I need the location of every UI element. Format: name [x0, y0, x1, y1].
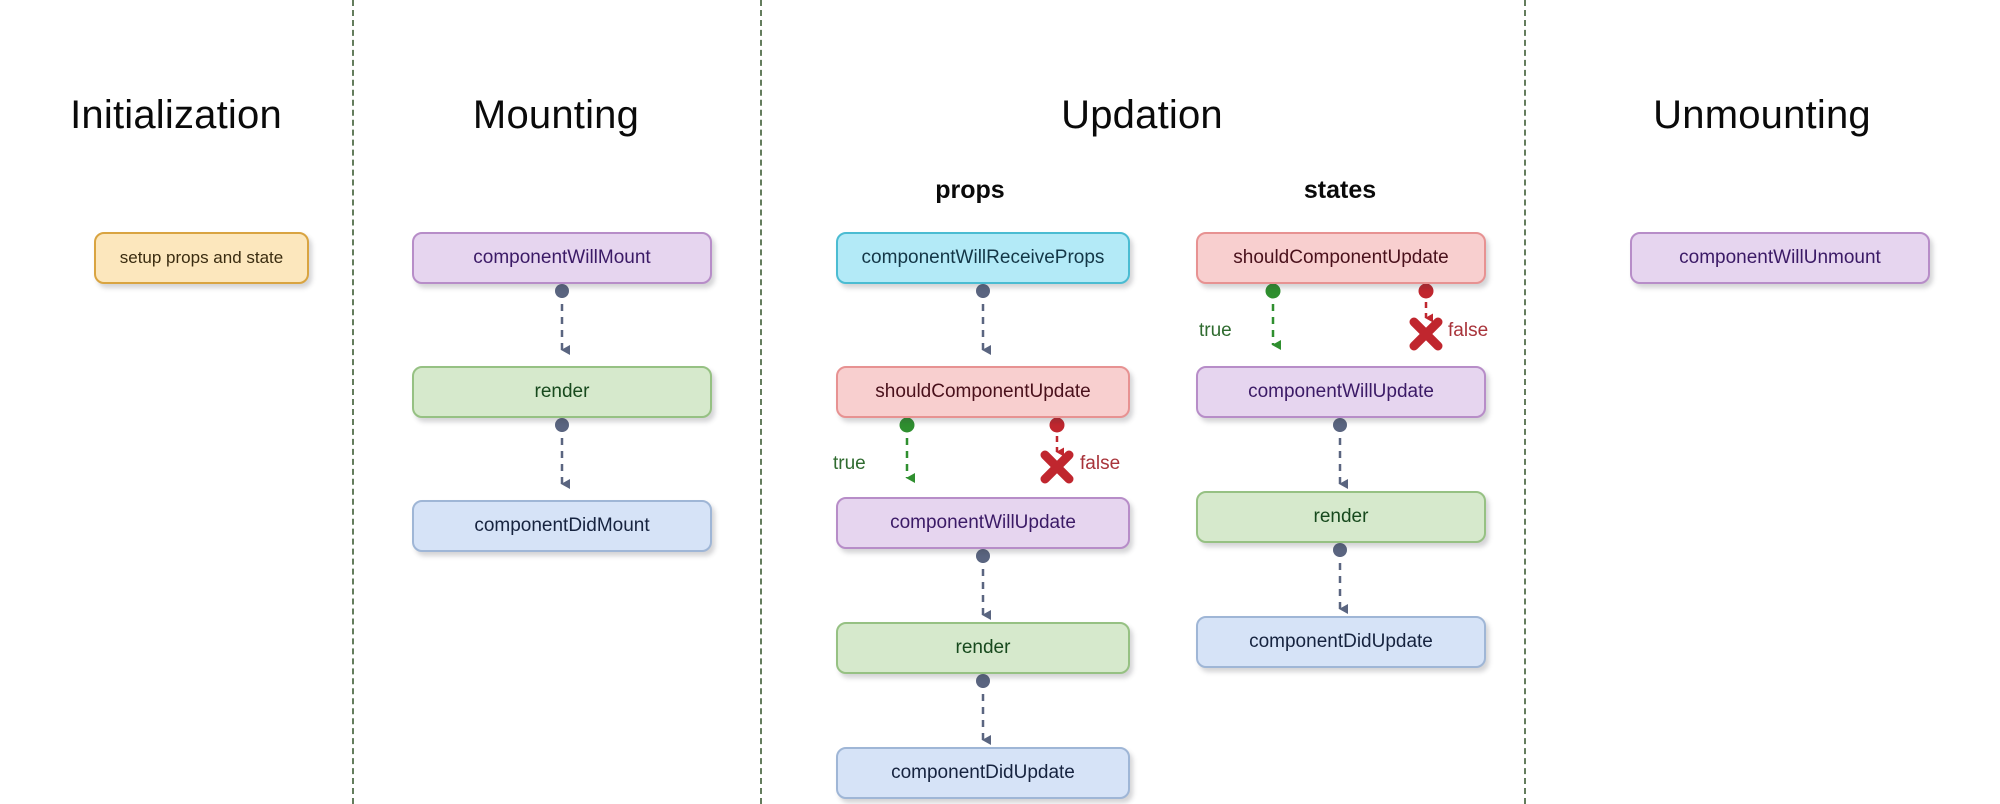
wire-states-should-true-to-will	[1265, 283, 1281, 350]
wire-states-render-to-did	[1333, 543, 1348, 614]
node-mount-render[interactable]: render	[412, 366, 712, 418]
section-title-unmounting: Unmounting	[1653, 93, 1871, 137]
wire-props-should-false-terminator	[1040, 417, 1074, 484]
wire-props-will-to-render	[976, 549, 991, 620]
branch-label-props-false: false	[1080, 453, 1121, 474]
node-props-should-component-update[interactable]: shouldComponentUpdate	[836, 366, 1130, 418]
wire-mount-render-to-did	[555, 418, 570, 489]
node-states-render[interactable]: render	[1196, 491, 1486, 543]
wire-props-render-to-did	[976, 674, 991, 745]
branch-label-states-false: false	[1448, 320, 1489, 341]
section-title-initialization: Initialization	[70, 93, 282, 137]
node-states-should-component-update[interactable]: shouldComponentUpdate	[1196, 232, 1486, 284]
section-title-mounting: Mounting	[472, 93, 640, 137]
false-x-icon	[1409, 317, 1443, 351]
wire-states-will-to-render	[1333, 418, 1348, 489]
node-props-component-did-update[interactable]: componentDidUpdate	[836, 747, 1130, 799]
wire-states-should-false-terminator	[1409, 283, 1443, 351]
node-component-will-receive-props[interactable]: componentWillReceiveProps	[836, 232, 1130, 284]
node-props-render[interactable]: render	[836, 622, 1130, 674]
node-setup-props-and-state[interactable]: setup props and state	[94, 232, 309, 284]
node-component-will-unmount[interactable]: componentWillUnmount	[1630, 232, 1930, 284]
divider-initialization-mounting	[352, 0, 354, 804]
false-x-icon	[1040, 450, 1074, 484]
branch-label-states-true: true	[1199, 320, 1232, 341]
divider-updation-unmounting	[1524, 0, 1526, 804]
node-props-component-will-update[interactable]: componentWillUpdate	[836, 497, 1130, 549]
section-title-updation: Updation	[1061, 93, 1223, 137]
divider-mounting-updation	[760, 0, 762, 804]
node-states-component-will-update[interactable]: componentWillUpdate	[1196, 366, 1486, 418]
wire-props-should-true-to-will	[899, 417, 915, 483]
wire-mount-will-to-render	[555, 284, 570, 355]
wire-props-receive-to-should	[976, 284, 991, 355]
node-component-will-mount[interactable]: componentWillMount	[412, 232, 712, 284]
branch-label-props-true: true	[833, 453, 866, 474]
subsection-title-states: states	[1303, 176, 1377, 204]
node-states-component-did-update[interactable]: componentDidUpdate	[1196, 616, 1486, 668]
subsection-title-props: props	[935, 176, 1005, 204]
node-component-did-mount[interactable]: componentDidMount	[412, 500, 712, 552]
